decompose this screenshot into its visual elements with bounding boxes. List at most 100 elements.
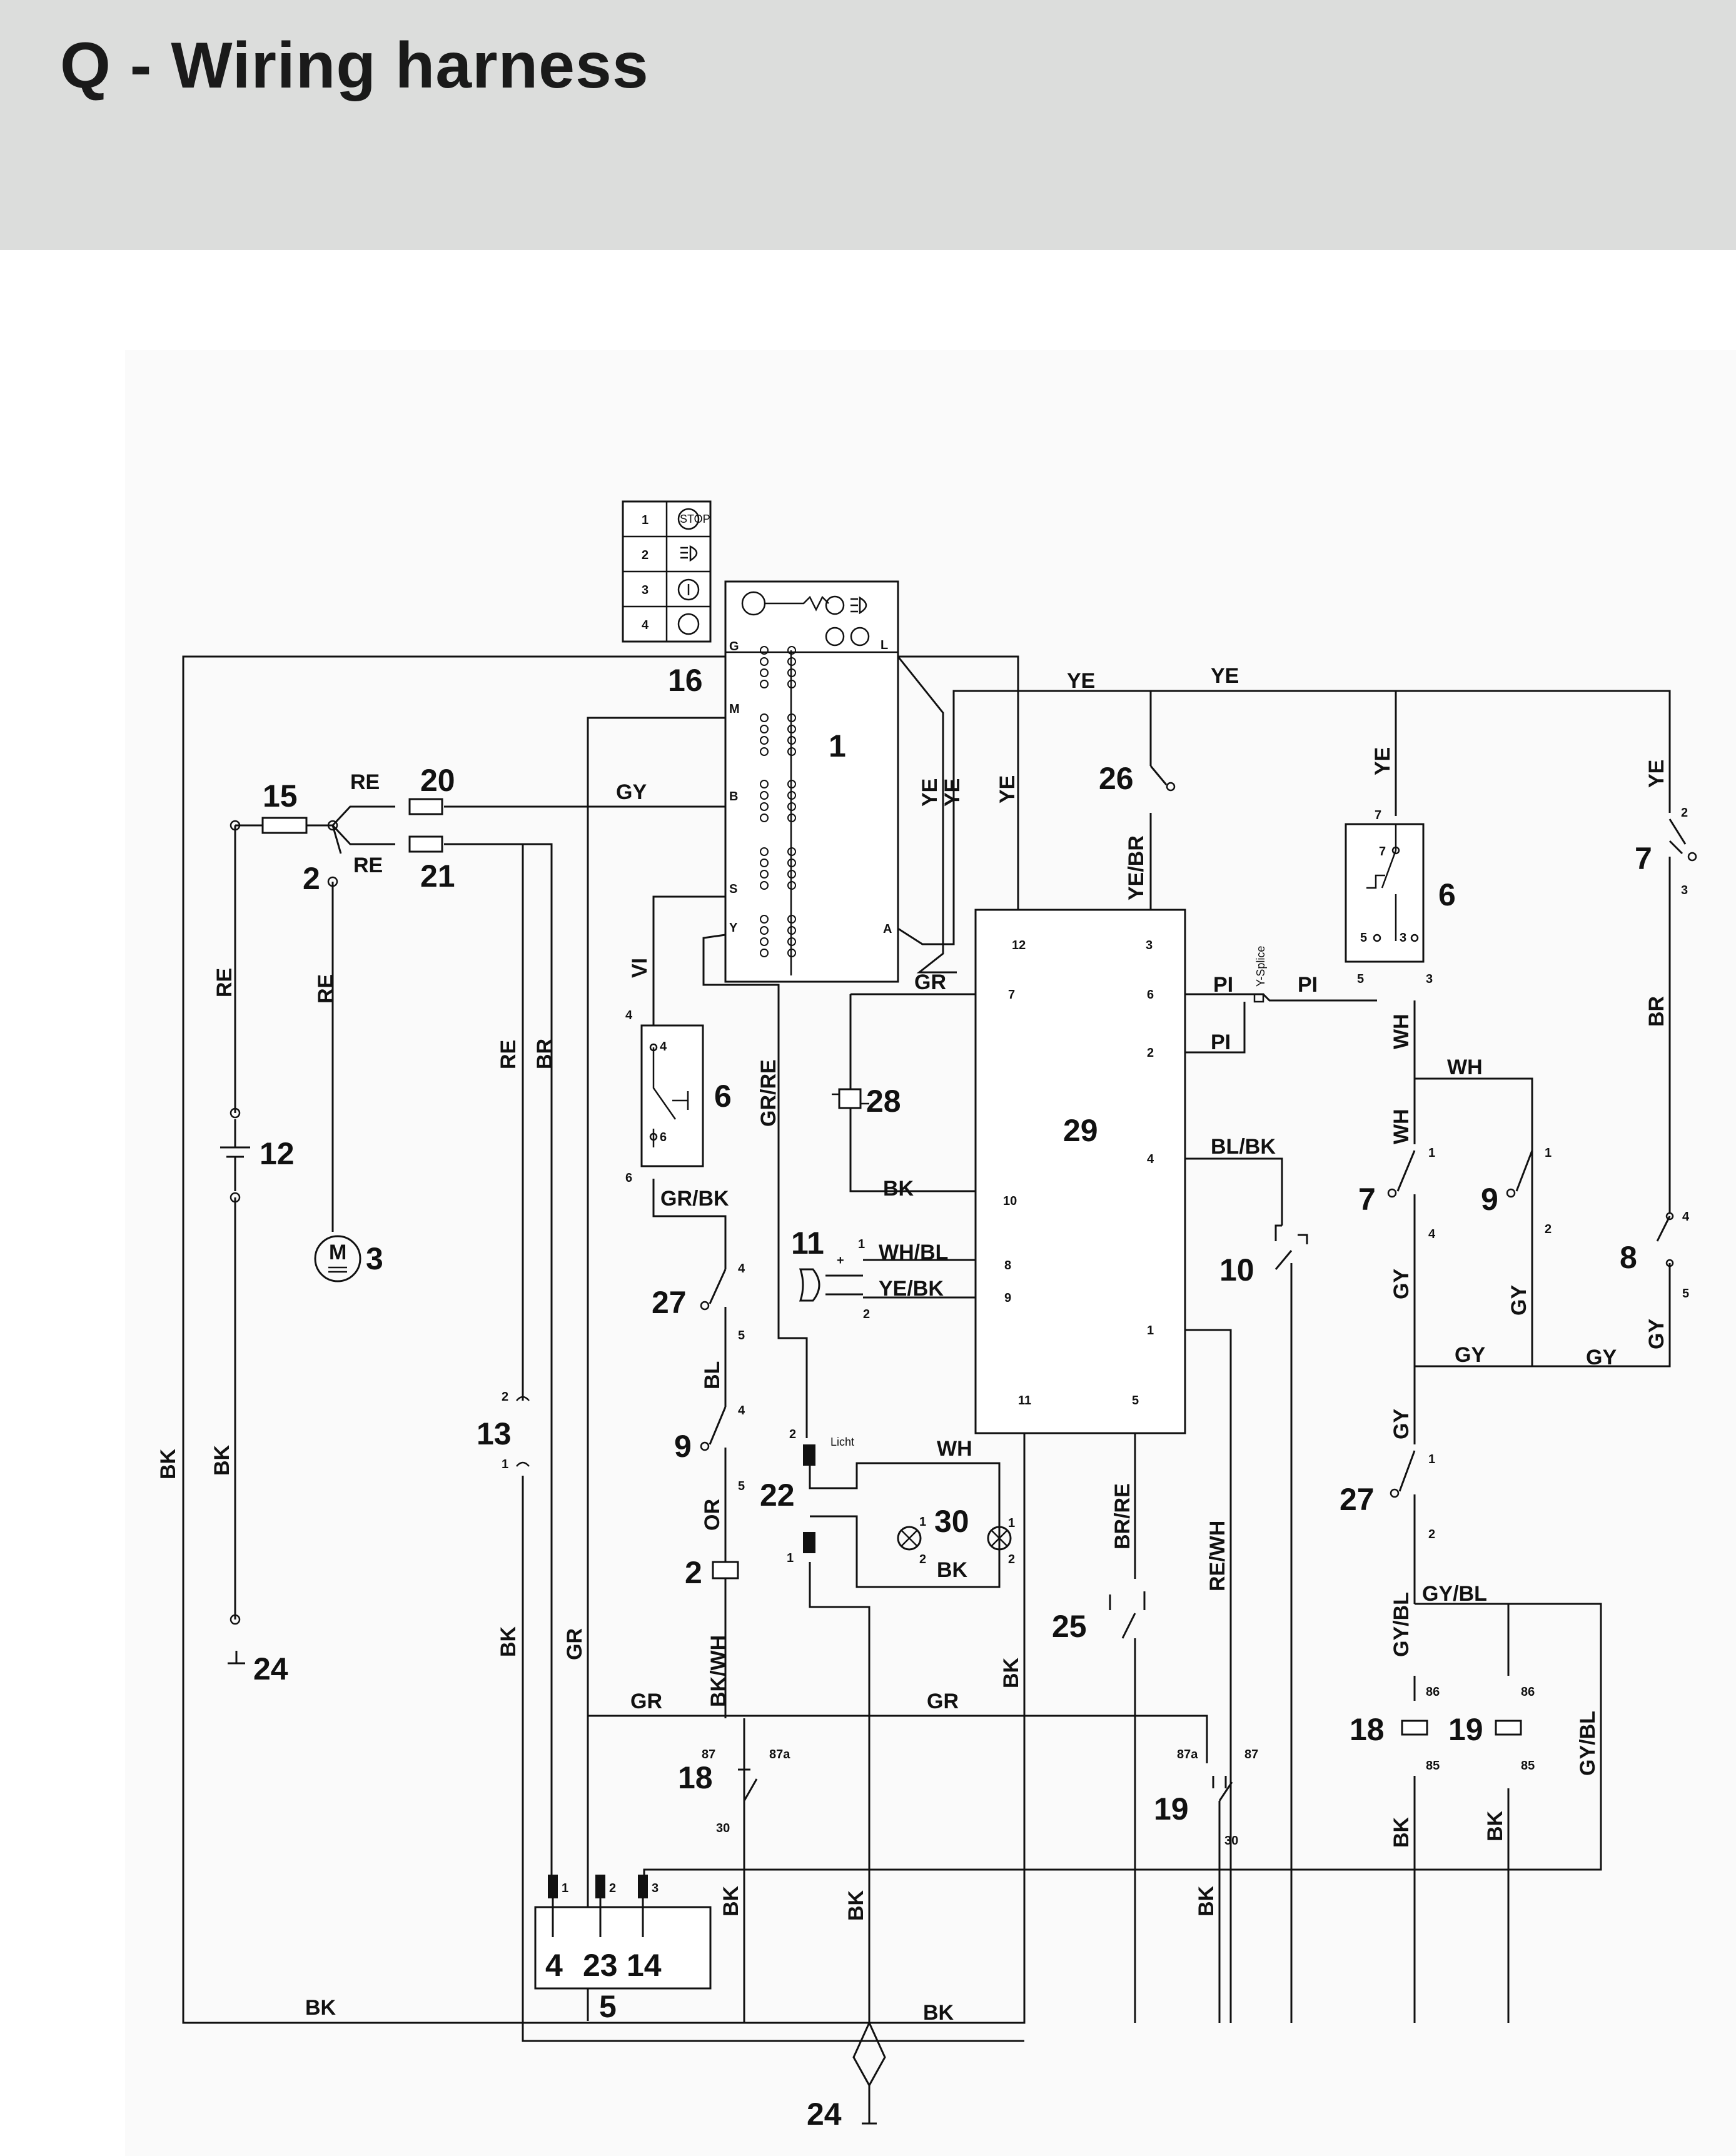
s7r-pin-3: 3 xyxy=(1681,884,1688,897)
relay-6-left-number: 6 xyxy=(714,1079,732,1114)
ecu-pin-7: 7 xyxy=(1008,988,1015,1002)
relay-18-contacts: 87 87a 30 18 xyxy=(678,1748,790,1835)
switch-8: 4 5 8 xyxy=(1620,1210,1690,1301)
wire-label-bk-e: BK xyxy=(156,1448,180,1479)
l30-pin-2a: 2 xyxy=(919,1553,926,1566)
block-pin-23: 23 xyxy=(583,1948,618,1983)
connector-13: 2 1 13 xyxy=(477,1390,530,1471)
wire-label-bk-d: BK xyxy=(923,2001,954,2025)
key-switch-1: L A G M B S Y 1 16 xyxy=(668,580,899,983)
wire-label-gr-c: GR xyxy=(927,1690,959,1713)
block-5-number: 5 xyxy=(599,1989,617,2024)
key-row-y: Y xyxy=(729,921,738,935)
ground-24-left-number: 24 xyxy=(253,1651,288,1686)
c13-pin-2: 2 xyxy=(502,1390,508,1404)
l30-pin-1b: 1 xyxy=(1008,1516,1015,1530)
wire-label-wh-a: WH xyxy=(1390,1014,1413,1049)
c19-pin-86: 86 xyxy=(1521,1685,1535,1699)
connector-22: 2 1 Licht 22 xyxy=(760,1428,854,1565)
ecu-pin-6: 6 xyxy=(1147,988,1154,1002)
l30-pin-1a: 1 xyxy=(919,1515,926,1529)
wire-label-bk-b: BK xyxy=(937,1558,968,1582)
fuse-15-number: 15 xyxy=(263,778,298,814)
connector-22-number: 22 xyxy=(760,1478,795,1513)
wire-label-pi-c: PI xyxy=(1211,1030,1231,1054)
ground-24-bottom-number: 24 xyxy=(807,2097,842,2132)
wire-label-ye-br: YE/BR xyxy=(1124,835,1148,900)
stop-lamp-icon xyxy=(677,508,700,530)
s9l-pin-4: 4 xyxy=(738,1404,745,1418)
switch-27-right-number: 27 xyxy=(1340,1482,1375,1517)
diagram-panel xyxy=(125,350,1736,2156)
switch-27-left: 4 5 27 xyxy=(652,1262,745,1342)
switch-27-left-number: 27 xyxy=(652,1285,687,1320)
switch-9-right: 1 2 9 xyxy=(1481,1146,1552,1236)
r6r-pin-7b: 7 xyxy=(1379,845,1386,859)
ecu-29: 29 12 3 7 6 2 4 10 8 9 1 11 5 xyxy=(974,909,1186,1434)
wire-label-bk-g: BK xyxy=(497,1626,520,1657)
s8-pin-5: 5 xyxy=(1682,1287,1689,1301)
r6r-pin-7a: 7 xyxy=(1375,808,1381,822)
relay-19-contacts: 87a 87 30 19 xyxy=(1154,1748,1258,1848)
c22-pin-1: 1 xyxy=(787,1551,794,1565)
headlight-icon-2 xyxy=(850,596,867,615)
wire-label-bl-bk: BL/BK xyxy=(1211,1135,1276,1159)
ecu-pin-10: 10 xyxy=(1003,1194,1017,1208)
r19-pin-30: 30 xyxy=(1224,1834,1238,1848)
page-header: Q - Wiring harness xyxy=(0,0,1736,250)
horn-plus-label: + xyxy=(837,1254,844,1267)
connector-13-number: 13 xyxy=(477,1416,512,1451)
b5-pin-2: 2 xyxy=(609,1881,616,1895)
s27r-pin-2: 2 xyxy=(1428,1528,1435,1541)
switch-10: 10 xyxy=(1219,1224,1308,1287)
block-pin-14: 14 xyxy=(627,1948,662,1983)
ecu-pin-9: 9 xyxy=(1004,1291,1011,1305)
wire-label-wh-b: WH xyxy=(1390,1109,1413,1144)
stop-icon-label: STOP xyxy=(680,513,710,525)
r18-pin-87: 87 xyxy=(702,1748,715,1761)
switch-9-right-number: 9 xyxy=(1481,1182,1498,1217)
key-row-m: M xyxy=(729,702,740,716)
ecu-pin-1: 1 xyxy=(1147,1324,1154,1337)
ecu-pin-5: 5 xyxy=(1132,1394,1139,1408)
wire-label-vi: VI xyxy=(628,958,652,978)
wire-label-wh-c: WH xyxy=(1447,1055,1483,1079)
wire-label-br-re: BR/RE xyxy=(1111,1483,1134,1549)
key-row-g: G xyxy=(729,640,739,653)
switch-8-number: 8 xyxy=(1620,1240,1637,1275)
r6r-pin-5a: 5 xyxy=(1360,931,1367,945)
wire-label-br-a: BR xyxy=(533,1039,557,1069)
horn-pin-1: 1 xyxy=(858,1237,865,1251)
licht-label: Licht xyxy=(830,1436,854,1448)
legend-row-3: 3 xyxy=(642,583,648,597)
connector-2-left: 2 xyxy=(685,1526,739,1594)
warning-icon xyxy=(677,613,700,635)
page-title: Q - Wiring harness xyxy=(60,29,649,102)
switch-2-number: 2 xyxy=(303,861,320,896)
relay-6-right-number: 6 xyxy=(1438,877,1456,912)
wire-label-ye-e: YE xyxy=(996,775,1019,803)
ecu-pin-12: 12 xyxy=(1012,939,1026,952)
horn-11: 11 + 1 2 xyxy=(791,1226,870,1321)
key-row-s: S xyxy=(729,882,737,896)
wire-label-gr-d: GR xyxy=(563,1628,587,1660)
switch-25-number: 25 xyxy=(1052,1609,1087,1644)
battery-12: 12 24 xyxy=(220,1107,295,1686)
relay-coil-18-number: 18 xyxy=(1350,1712,1385,1747)
warning-icon-2 xyxy=(850,627,870,647)
r19-pin-87: 87 xyxy=(1244,1748,1258,1761)
fuse-20-number: 20 xyxy=(420,763,455,798)
block-5: 1 2 3 4 23 14 5 xyxy=(534,1875,712,2024)
wire-label-ye-g: YE xyxy=(1645,760,1668,788)
switch-7-right-number: 7 xyxy=(1635,841,1652,876)
fuse-15 xyxy=(261,817,308,834)
wire-label-gy-c: GY xyxy=(1507,1285,1531,1316)
relay-coil-18: 86 85 18 xyxy=(1350,1685,1440,1773)
ecu-pin-4: 4 xyxy=(1147,1152,1154,1166)
wire-label-bk-k: BK xyxy=(1194,1885,1218,1917)
wire-label-bk-i: BK xyxy=(719,1885,743,1917)
l30-pin-2b: 2 xyxy=(1008,1553,1015,1566)
switch-7-mid: 1 4 7 xyxy=(1358,1146,1436,1241)
wire-label-wh-bl: WH/BL xyxy=(879,1241,948,1264)
legend-row-2: 2 xyxy=(642,548,648,562)
